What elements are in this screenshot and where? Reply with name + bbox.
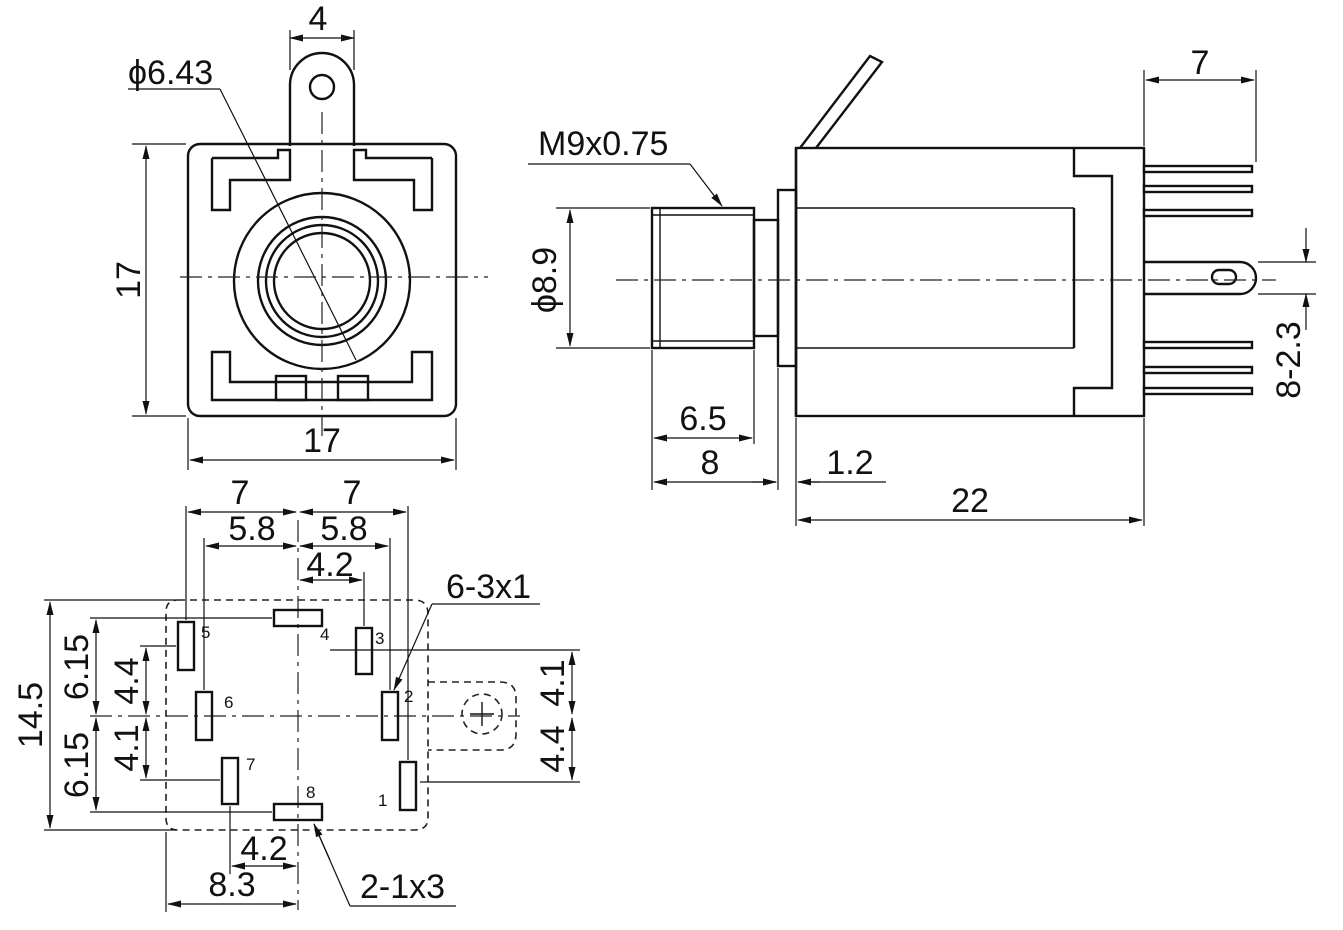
pin-3-slot xyxy=(354,626,374,676)
pin-8-label: 8 xyxy=(306,783,315,802)
dim-hole-diameter: ϕ6.43 xyxy=(128,54,213,92)
dim-right-inner: 5.8 xyxy=(320,510,367,548)
dim-body-length: 22 xyxy=(951,482,989,520)
pin-5-slot xyxy=(176,620,196,672)
pin-7-label: 7 xyxy=(246,755,255,774)
dim-bottom-left: 8.3 xyxy=(208,866,255,904)
dim-front-width: 17 xyxy=(303,422,341,460)
dim-thread: M9x0.75 xyxy=(538,125,668,163)
dim-front-height: 17 xyxy=(110,261,148,299)
pin-7-slot xyxy=(220,756,240,806)
dim-pin-pitch: 8-2.3 xyxy=(1270,321,1308,399)
pin-2-slot xyxy=(380,690,400,742)
pin-1-label: 1 xyxy=(378,791,387,810)
pin-2-label: 2 xyxy=(404,687,413,706)
side-body xyxy=(794,146,1146,418)
dim-lower-half: 6.15 xyxy=(58,732,96,798)
dim-front-length: 8 xyxy=(701,444,720,482)
dim-lower-inner: 4.1 xyxy=(108,724,146,771)
dim-total-height: 14.5 xyxy=(12,682,50,748)
dim-tab-width: 4 xyxy=(309,0,328,38)
pin-6-label: 6 xyxy=(224,693,233,712)
dim-upper-half: 6.15 xyxy=(58,634,96,700)
pin-6-slot xyxy=(194,690,214,742)
pin-8-pad xyxy=(272,802,324,822)
pin-4-label: 4 xyxy=(320,625,329,644)
dim-left-half: 7 xyxy=(231,474,250,512)
side-view: M9x0.75 ϕ8.9 7 8-2.3 6.5 8 1.2 22 xyxy=(526,44,1316,526)
dim-thread-length: 6.5 xyxy=(679,400,726,438)
dim-pin-length: 7 xyxy=(1191,44,1210,82)
dim-bushing-diameter: ϕ8.9 xyxy=(526,247,564,313)
thread-bushing xyxy=(650,206,756,350)
side-pins xyxy=(1142,164,1258,396)
dim-top-offset: 4.2 xyxy=(306,546,353,584)
pin-4-pad xyxy=(272,608,324,628)
dim-bottom-offset: 4.2 xyxy=(240,830,287,868)
dim-right-upper: 4.1 xyxy=(534,659,572,706)
dim-flange: 1.2 xyxy=(826,444,873,482)
dim-upper-inner: 4.4 xyxy=(108,657,146,704)
pin-1-slot xyxy=(398,760,418,812)
note-pads: 2-1x3 xyxy=(360,868,445,906)
dim-right-half: 7 xyxy=(343,474,362,512)
pcb-outline xyxy=(165,599,429,831)
note-slots: 6-3x1 xyxy=(446,568,531,606)
pcb-pins: 1 2 3 4 5 6 7 8 xyxy=(176,608,418,822)
pin-3-label: 3 xyxy=(375,629,384,648)
front-view: 4 ϕ6.43 17 17 xyxy=(110,0,488,470)
dim-left-inner: 5.8 xyxy=(228,510,275,548)
dim-right-lower: 4.4 xyxy=(534,725,572,772)
pin-5-label: 5 xyxy=(201,623,210,642)
pcb-layout: 1 2 3 4 5 6 7 8 xyxy=(12,474,580,912)
